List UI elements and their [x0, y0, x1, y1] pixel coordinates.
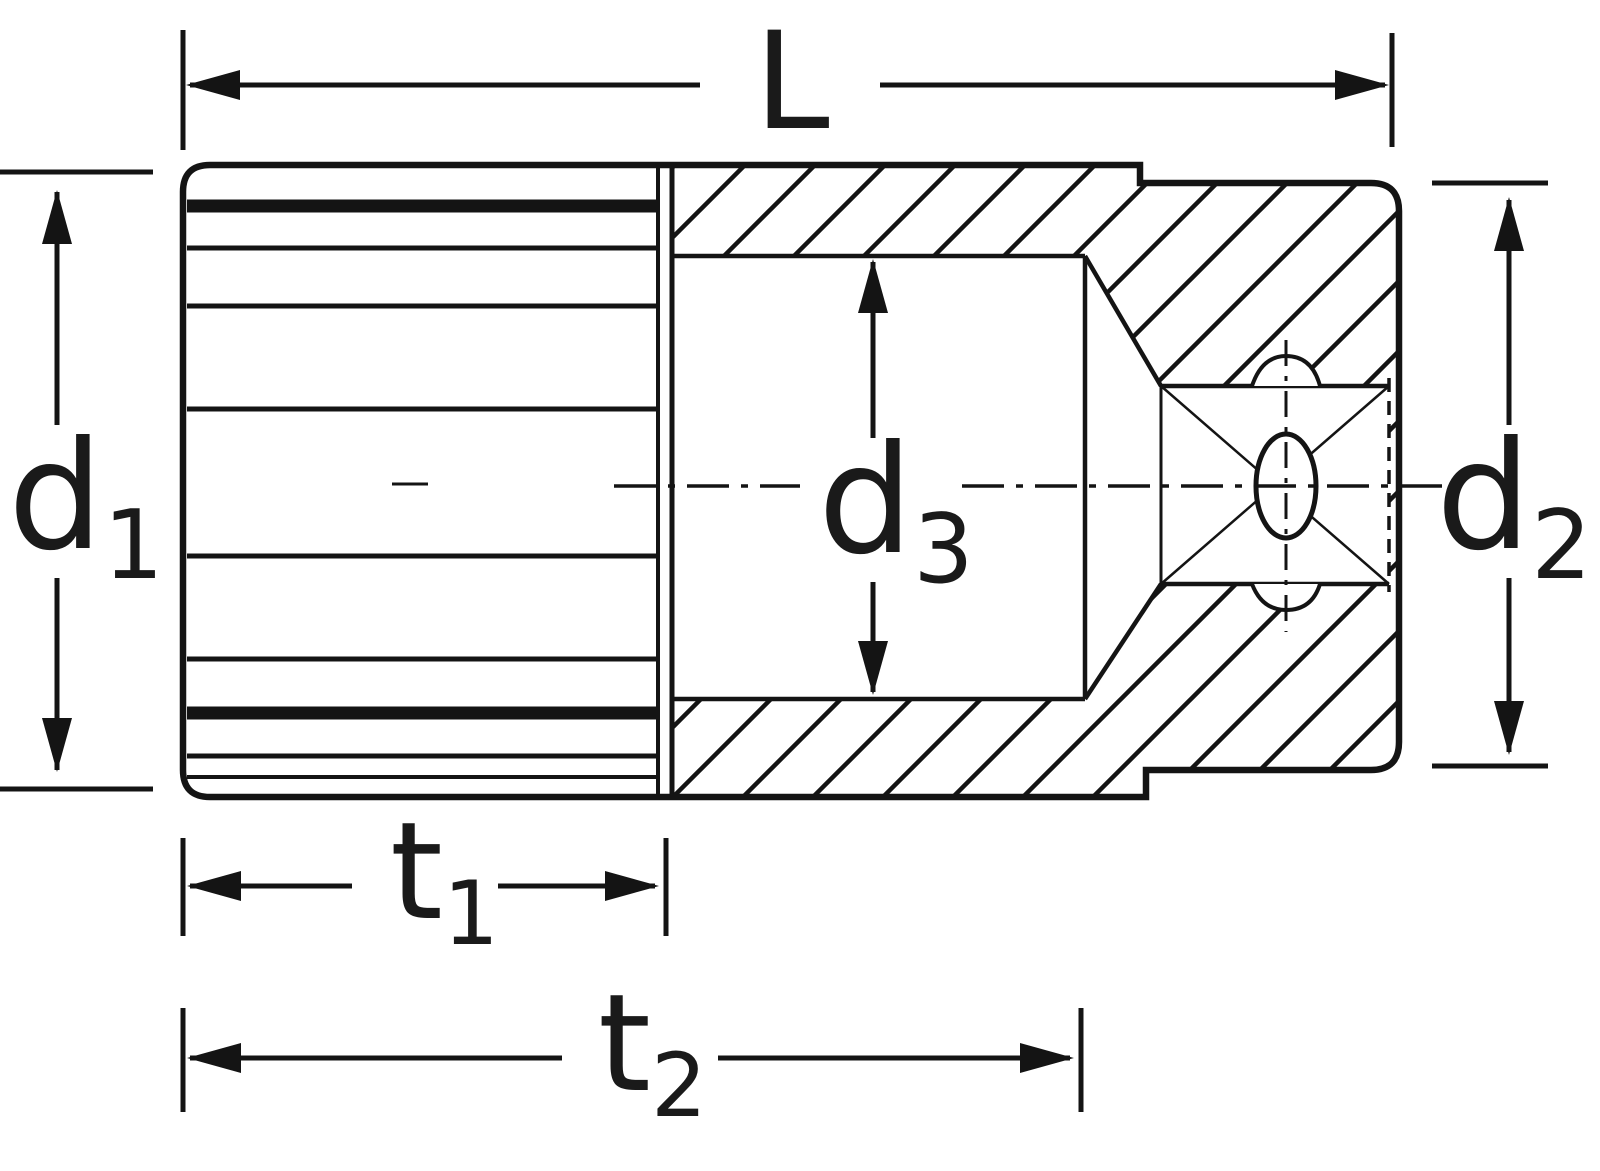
dimension-t1: t1	[180, 793, 669, 965]
arrowhead-right	[1335, 70, 1389, 100]
label-t1-base: t	[390, 793, 443, 950]
taper-line-bottom	[1083, 582, 1163, 701]
arrowhead-down	[42, 718, 72, 772]
arrowhead-up	[42, 190, 72, 244]
centerline	[392, 482, 1448, 488]
drawing-root: L d1	[0, 3, 1592, 1137]
label-L-base: L	[754, 3, 829, 160]
label-t2-subscript: 2	[651, 1034, 707, 1137]
bore-cavity	[672, 253, 1088, 702]
arrowhead-up	[858, 259, 888, 313]
label-d2-subscript: 2	[1531, 491, 1591, 601]
socket-body	[179, 161, 1448, 801]
arrowhead-left	[186, 70, 240, 100]
arrowhead-right	[605, 871, 659, 901]
label-d3-base: d	[818, 414, 913, 588]
arrowhead-down	[858, 641, 888, 695]
dimension-label-d1: d1	[8, 410, 164, 601]
arrowheads-t2	[187, 1043, 1074, 1073]
arrowhead-left	[187, 1043, 241, 1073]
dimension-t2: t2	[180, 965, 1084, 1137]
label-d3-subscript: 3	[913, 495, 973, 605]
arrowheads-L	[186, 70, 1389, 100]
dimension-d3: d3	[818, 259, 974, 695]
arrowheads-t1	[187, 871, 659, 901]
dimension-label-L: L	[754, 3, 829, 160]
label-d1-subscript: 1	[103, 491, 163, 601]
socket-outline	[179, 161, 1403, 801]
arrowheads-d1	[42, 190, 72, 772]
label-d1-base: d	[8, 410, 103, 584]
dimension-label-d3: d3	[818, 414, 974, 605]
arrowhead-up	[1494, 197, 1524, 251]
knurl-lines	[187, 165, 675, 797]
dimension-L: L	[180, 3, 1395, 160]
label-d2-base: d	[1436, 410, 1531, 584]
dimension-label-t1: t1	[390, 793, 499, 965]
label-t2-base: t	[598, 965, 651, 1122]
arrowhead-left	[187, 871, 241, 901]
arrowheads-d3	[858, 259, 888, 695]
taper-line-top	[1083, 254, 1163, 388]
label-t1-subscript: 1	[443, 862, 499, 965]
arrowheads-d2	[1494, 197, 1524, 755]
arrowhead-down	[1494, 701, 1524, 755]
dimension-d2: d2	[1432, 180, 1592, 769]
section-hatching	[672, 166, 1399, 797]
arrowhead-right	[1020, 1043, 1074, 1073]
dimension-d1: d1	[0, 169, 164, 792]
dimension-label-d2: d2	[1436, 410, 1592, 601]
dimension-label-t2: t2	[598, 965, 707, 1137]
